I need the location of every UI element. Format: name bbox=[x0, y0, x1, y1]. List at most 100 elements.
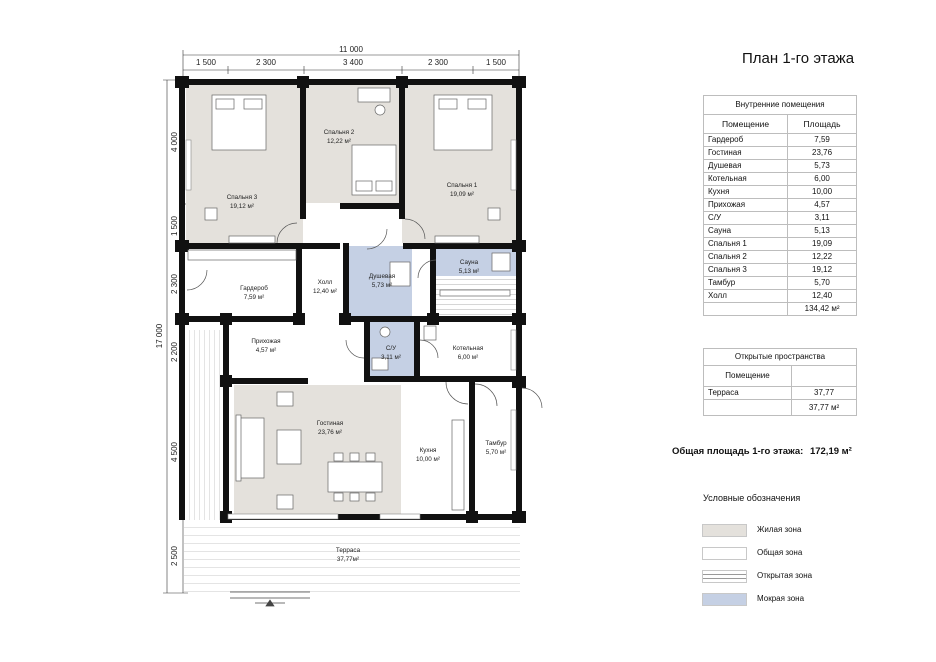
room-area: 37,77м² bbox=[337, 556, 359, 563]
page-title: План 1-го этажа bbox=[742, 50, 855, 67]
table-header: Площадь bbox=[787, 114, 857, 134]
furniture bbox=[187, 87, 511, 511]
dimension-labels: 11 000 1 500 2 300 3 400 2 300 1 500 4 0… bbox=[155, 45, 507, 566]
room-area: 6,00 м² bbox=[458, 354, 478, 361]
room-name: Спальня 3 bbox=[227, 194, 258, 201]
area-cell: 23,76 bbox=[787, 146, 857, 160]
room-area: 5,73 м² bbox=[372, 282, 392, 289]
chair-icon bbox=[487, 207, 501, 221]
dim-left-1: 4 000 bbox=[170, 131, 179, 152]
zone-terrace-side bbox=[184, 330, 228, 520]
legend-label: Мокрая зона bbox=[757, 594, 805, 603]
dining-table-icon bbox=[327, 461, 383, 493]
chair-icon bbox=[204, 207, 218, 221]
room-name: Спальня 2 bbox=[324, 129, 355, 136]
bench-icon bbox=[439, 289, 511, 297]
windows bbox=[185, 139, 517, 520]
dim-left-6: 2 500 bbox=[170, 545, 179, 566]
room-cell: Сауна bbox=[702, 224, 789, 238]
coffee-table-icon bbox=[276, 429, 302, 465]
sofa-icon bbox=[239, 417, 265, 479]
area-cell: 5,73 bbox=[787, 159, 857, 173]
legend-swatch bbox=[702, 524, 747, 537]
room-cell: Гардероб bbox=[702, 133, 789, 147]
table-caption: Внутренние помещения bbox=[703, 95, 857, 115]
sink-icon bbox=[371, 357, 389, 371]
room-cell: Спальня 1 bbox=[702, 237, 789, 251]
legend-label: Общая зона bbox=[757, 548, 803, 557]
room-area: 10,00 м² bbox=[416, 456, 440, 463]
room-cell: Холл bbox=[702, 289, 789, 303]
dim-left-3: 2 300 bbox=[170, 273, 179, 294]
area-cell: 6,00 bbox=[787, 172, 857, 186]
stove-icon bbox=[491, 252, 511, 272]
area-cell: 12,22 bbox=[787, 250, 857, 264]
chair-icon bbox=[374, 104, 386, 116]
room-area: 12,22 м² bbox=[327, 138, 351, 145]
legend-title: Условные обозначения bbox=[703, 493, 801, 503]
room-name: С/У bbox=[386, 345, 397, 352]
log-joints bbox=[175, 76, 526, 523]
room-cell: Душевая bbox=[702, 159, 789, 173]
legend-swatch bbox=[702, 570, 747, 583]
area-cell: 5,13 bbox=[787, 224, 857, 238]
room-name: Прихожая bbox=[251, 338, 280, 345]
dim-left-4: 2 200 bbox=[170, 341, 179, 362]
room-cell: Спальня 3 bbox=[702, 263, 789, 277]
room-area: 19,12 м² bbox=[230, 203, 254, 210]
boiler-icon bbox=[423, 325, 437, 341]
room-area: 12,40 м² bbox=[313, 288, 337, 295]
room-area: 4,57 м² bbox=[256, 347, 276, 354]
total-area-value: 172,19 м² bbox=[809, 446, 852, 457]
room-name: Гостиная bbox=[317, 420, 343, 427]
room-cell: Котельная bbox=[702, 172, 789, 186]
dim-left-5: 4 500 bbox=[170, 441, 179, 462]
area-cell: 7,59 bbox=[787, 133, 857, 147]
dim-top-3: 3 400 bbox=[343, 58, 364, 67]
zone-terrace bbox=[184, 520, 520, 592]
wardrobe-icon bbox=[228, 235, 276, 244]
desk-icon bbox=[357, 87, 391, 103]
dim-top-2: 2 300 bbox=[256, 58, 277, 67]
room-cell: Кухня bbox=[702, 185, 789, 199]
table-header: Помещение bbox=[702, 365, 793, 387]
dim-top-4: 2 300 bbox=[428, 58, 449, 67]
area-cell: 3,11 bbox=[787, 211, 857, 225]
total-area-label: Общая площадь 1-го этажа: bbox=[672, 446, 804, 457]
area-cell: 10,00 bbox=[787, 185, 857, 199]
wardrobe-icon bbox=[434, 235, 480, 244]
room-area: 3,11 м² bbox=[381, 354, 401, 361]
room-cell: Тамбур bbox=[702, 276, 789, 290]
dim-overall-height: 17 000 bbox=[155, 323, 164, 348]
room-cell: Прихожая bbox=[702, 198, 789, 212]
shower-icon bbox=[389, 261, 411, 287]
area-cell: 19,12 bbox=[787, 263, 857, 277]
area-cell: 12,40 bbox=[787, 289, 857, 303]
dim-top-1: 1 500 bbox=[196, 58, 217, 67]
walls bbox=[179, 79, 522, 520]
area-cell: 19,09 bbox=[787, 237, 857, 251]
legend-label: Жилая зона bbox=[757, 525, 802, 534]
area-cell: 4,57 bbox=[787, 198, 857, 212]
legend-swatch bbox=[702, 547, 747, 560]
table-total: 37,77 м² bbox=[791, 399, 857, 416]
room-area: 23,76 м² bbox=[318, 429, 342, 436]
legend-label: Открытая зона bbox=[757, 571, 813, 580]
table-total: 134,42 м² bbox=[787, 302, 857, 316]
legend-swatch bbox=[702, 593, 747, 606]
terrace-steps bbox=[230, 591, 310, 607]
